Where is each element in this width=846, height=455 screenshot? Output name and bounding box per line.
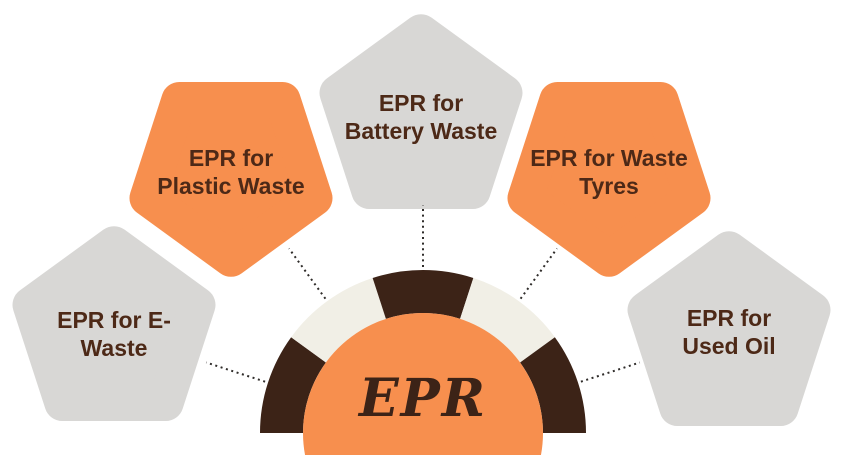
pentagon-shape-plastic-waste (129, 82, 333, 277)
label-line: Plastic Waste (157, 173, 305, 199)
label-line: Battery Waste (344, 118, 498, 144)
pentagon-label-waste-tyres: EPR for Waste Tyres (489, 144, 729, 200)
pentagon-shape-used-oil (627, 231, 831, 426)
label-line: Tyres (579, 173, 639, 199)
ring-segment-4 (460, 277, 555, 363)
label-line: EPR for Waste (530, 145, 688, 171)
ring-segment-2 (291, 277, 386, 363)
center-dome (303, 313, 543, 455)
label-line: EPR for E- (57, 307, 171, 333)
pentagon-shape-e-waste (12, 226, 216, 421)
connector-line-used-oil (580, 361, 641, 383)
label-line: EPR for (378, 90, 464, 116)
connector-line-plastic-waste (288, 247, 327, 300)
label-line: Used Oil (682, 333, 776, 359)
pentagon-shape-battery-waste (319, 14, 523, 209)
ring-segment-1 (260, 337, 326, 433)
pentagon-shape-waste-tyres (507, 82, 711, 277)
pentagon-label-plastic-waste: EPR for Plastic Waste (111, 144, 351, 200)
label-line: EPR for (686, 305, 772, 331)
label-line: EPR for (188, 145, 274, 171)
pentagon-label-used-oil: EPR for Used Oil (609, 304, 846, 360)
ring-segment-5 (520, 337, 586, 433)
connector-line-waste-tyres (519, 247, 558, 300)
connector-line-e-waste (205, 361, 266, 383)
ring-segment-3 (372, 270, 474, 319)
pentagon-label-battery-waste: EPR for Battery Waste (301, 89, 541, 145)
pentagon-label-e-waste: EPR for E- Waste (0, 306, 234, 362)
center-epr-title: EPR (359, 368, 487, 429)
label-line: Waste (80, 335, 148, 361)
